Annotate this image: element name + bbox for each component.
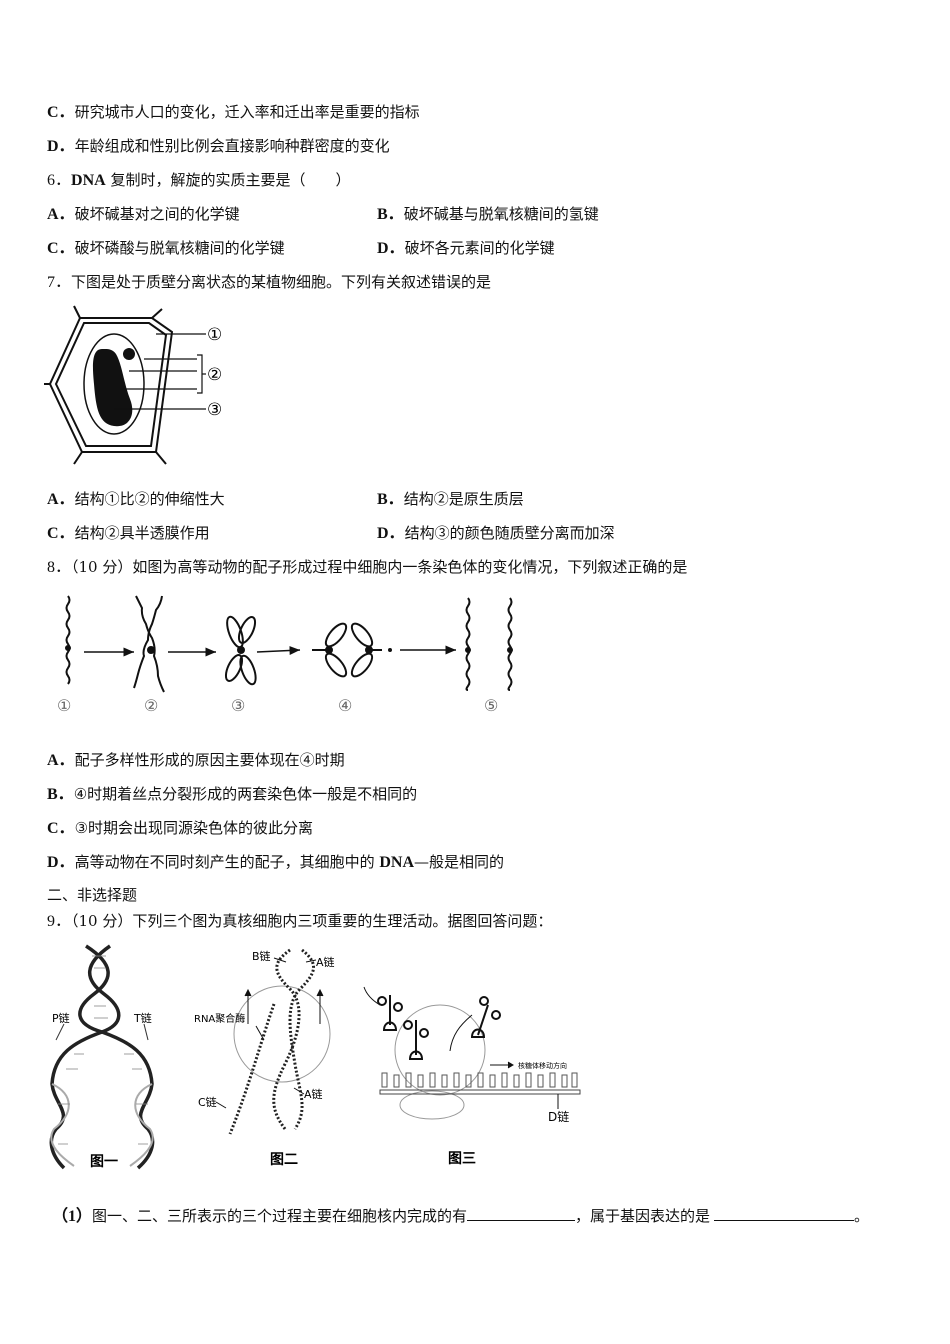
q6-option-c: C．破坏磷酸与脱氧核糖间的化学键 xyxy=(47,238,285,259)
fig-label-1: ① xyxy=(57,696,71,715)
fig-label-2: ② xyxy=(144,696,158,715)
q8-option-c: C．③时期会出现同源染色体的彼此分离 xyxy=(47,818,313,839)
option-text: 结构②具半透膜作用 xyxy=(74,524,210,542)
score: （10 分） xyxy=(71,558,133,576)
label-a-strand-top: A链 xyxy=(316,955,335,969)
sub-text: ，属于基因表达的是 xyxy=(575,1207,711,1225)
option-text: ③时期会出现同源染色体的彼此分离 xyxy=(74,819,314,837)
answer-blank-1[interactable] xyxy=(467,1205,576,1221)
q8-option-b: B．④时期着丝点分裂形成的两套染色体一般是不相同的 xyxy=(47,784,417,805)
option-text-bold: DNA xyxy=(379,854,415,871)
option-letter: B． xyxy=(377,206,404,223)
dna-replication-figure: P链 T链 图一 xyxy=(49,944,155,1170)
option-text: 年龄组成和性别比例会直接影响种群密度的变化 xyxy=(74,137,390,155)
option-text: 配子多样性形成的原因主要体现在④时期 xyxy=(74,751,345,769)
fig-label-5: ⑤ xyxy=(484,696,498,715)
fig-label-4: ④ xyxy=(338,696,352,715)
option-letter: D． xyxy=(47,854,75,871)
q8-stem: 8．（10 分）如图为高等动物的配子形成过程中细胞内一条染色体的变化情况，下列叙… xyxy=(47,557,687,578)
option-text: 破坏碱基对之间的化学键 xyxy=(74,205,240,223)
label-a-strand-bottom: A链 xyxy=(304,1087,323,1101)
chromosome-change-figure: ① ② ③ ④ ⑤ xyxy=(57,595,513,715)
option-letter: C． xyxy=(47,820,75,837)
option-letter: C． xyxy=(47,104,75,121)
q9-sub1: （1）图一、二、三所表示的三个过程主要在细胞核内完成的有 ，属于基因表达的是 。 xyxy=(52,1205,869,1227)
label-ribosome-direction: 核糖体移动方向 xyxy=(518,1061,567,1070)
option-letter: B． xyxy=(377,491,404,508)
option-letter: C． xyxy=(47,240,75,257)
sub-text: 。 xyxy=(854,1207,870,1225)
option-letter: A． xyxy=(47,206,75,223)
q7-option-d: D．结构③的颜色随质壁分离而加深 xyxy=(377,523,615,544)
label-p-strand: P链 xyxy=(52,1011,70,1025)
label-d-strand: D链 xyxy=(548,1109,569,1124)
q9-stem: 9．（10 分）下列三个图为真核细胞内三项重要的生理活动。据图回答问题： xyxy=(47,911,552,932)
score: （10 分） xyxy=(71,912,133,930)
fig-label-2: ② xyxy=(207,365,222,385)
option-text: 破坏磷酸与脱氧核糖间的化学键 xyxy=(74,239,285,257)
option-text: 研究城市人口的变化，迁入率和迁出率是重要的指标 xyxy=(74,103,420,121)
q8-option-d: D．高等动物在不同时刻产生的配子，其细胞中的 DNA—般是相同的 xyxy=(47,852,504,873)
option-letter: A． xyxy=(47,752,75,769)
label-b-strand: B链 xyxy=(252,949,271,963)
option-letter: D． xyxy=(377,525,405,542)
fig-label-1: ① xyxy=(207,325,222,345)
option-text: 结构①比②的伸缩性大 xyxy=(74,490,225,508)
option-text: 破坏碱基与脱氧核糖间的氢键 xyxy=(403,205,599,223)
label-t-strand: T链 xyxy=(133,1011,152,1025)
question-number: 8． xyxy=(47,559,72,576)
figure-caption-3: 图三 xyxy=(448,1151,476,1167)
translation-figure: 核糖体移动方向 D链 图三 xyxy=(363,986,581,1167)
q6-option-b: B．破坏碱基与脱氧核糖间的氢键 xyxy=(377,204,599,225)
question-number: 6． xyxy=(47,172,72,189)
option-letter: D． xyxy=(47,138,75,155)
q5-option-d: D．年龄组成和性别比例会直接影响种群密度的变化 xyxy=(47,136,390,157)
q7-option-a: A．结构①比②的伸缩性大 xyxy=(47,489,225,510)
option-text: 破坏各元素间的化学键 xyxy=(404,239,555,257)
figure-caption-2: 图二 xyxy=(270,1152,298,1168)
stem-text: 下图是处于质壁分离状态的某植物细胞。下列有关叙述错误的是 xyxy=(71,273,492,291)
q6-option-a: A．破坏碱基对之间的化学键 xyxy=(47,204,240,225)
transcription-figure: B链 A链 RNA聚合酶 C链 A链 图二 xyxy=(194,948,335,1168)
q8-option-a: A．配子多样性形成的原因主要体现在④时期 xyxy=(47,750,345,771)
option-letter: D． xyxy=(377,240,405,257)
q7-option-b: B．结构②是原生质层 xyxy=(377,489,524,510)
answer-blank-2[interactable] xyxy=(714,1205,855,1221)
figure-caption-1: 图一 xyxy=(90,1154,118,1170)
option-text: 高等动物在不同时刻产生的配子，其细胞中的 xyxy=(74,853,380,871)
sub-text: 图一、二、三所表示的三个过程主要在细胞核内完成的有 xyxy=(92,1207,468,1225)
section-title: 二、非选择题 xyxy=(47,886,138,904)
label-c-strand: C链 xyxy=(198,1095,217,1109)
question-number: 7． xyxy=(47,274,72,291)
fig-label-3: ③ xyxy=(207,400,222,420)
label-rna-polymerase: RNA聚合酶 xyxy=(194,1012,245,1025)
stem-text: 下列三个图为真核细胞内三项重要的生理活动。据图回答问题： xyxy=(132,912,553,930)
option-text: 结构③的颜色随质壁分离而加深 xyxy=(404,524,615,542)
option-text: ④时期着丝点分裂形成的两套染色体一般是不相同的 xyxy=(73,785,418,803)
plant-cell-plasmolysis-figure: ① ② ③ xyxy=(44,305,222,465)
q7-stem: 7．下图是处于质壁分离状态的某植物细胞。下列有关叙述错误的是 xyxy=(47,272,491,293)
fig-label-3: ③ xyxy=(231,696,245,715)
stem-bold: DNA xyxy=(71,172,106,189)
q6-stem: 6．DNA 复制时，解旋的实质主要是（ ） xyxy=(47,170,350,191)
option-letter: B． xyxy=(47,786,74,803)
q6-option-d: D．破坏各元素间的化学键 xyxy=(377,238,555,259)
option-text: —般是相同的 xyxy=(414,853,505,871)
sub-number: （1） xyxy=(52,1208,93,1225)
option-text: 结构②是原生质层 xyxy=(403,490,524,508)
question-number: 9． xyxy=(47,913,72,930)
q7-option-c: C．结构②具半透膜作用 xyxy=(47,523,210,544)
stem-text: 如图为高等动物的配子形成过程中细胞内一条染色体的变化情况，下列叙述正确的是 xyxy=(132,558,688,576)
stem-text: 复制时，解旋的实质主要是（ ） xyxy=(105,171,351,189)
q5-option-c: C．研究城市人口的变化，迁入率和迁出率是重要的指标 xyxy=(47,102,420,123)
option-letter: A． xyxy=(47,491,75,508)
option-letter: C． xyxy=(47,525,75,542)
